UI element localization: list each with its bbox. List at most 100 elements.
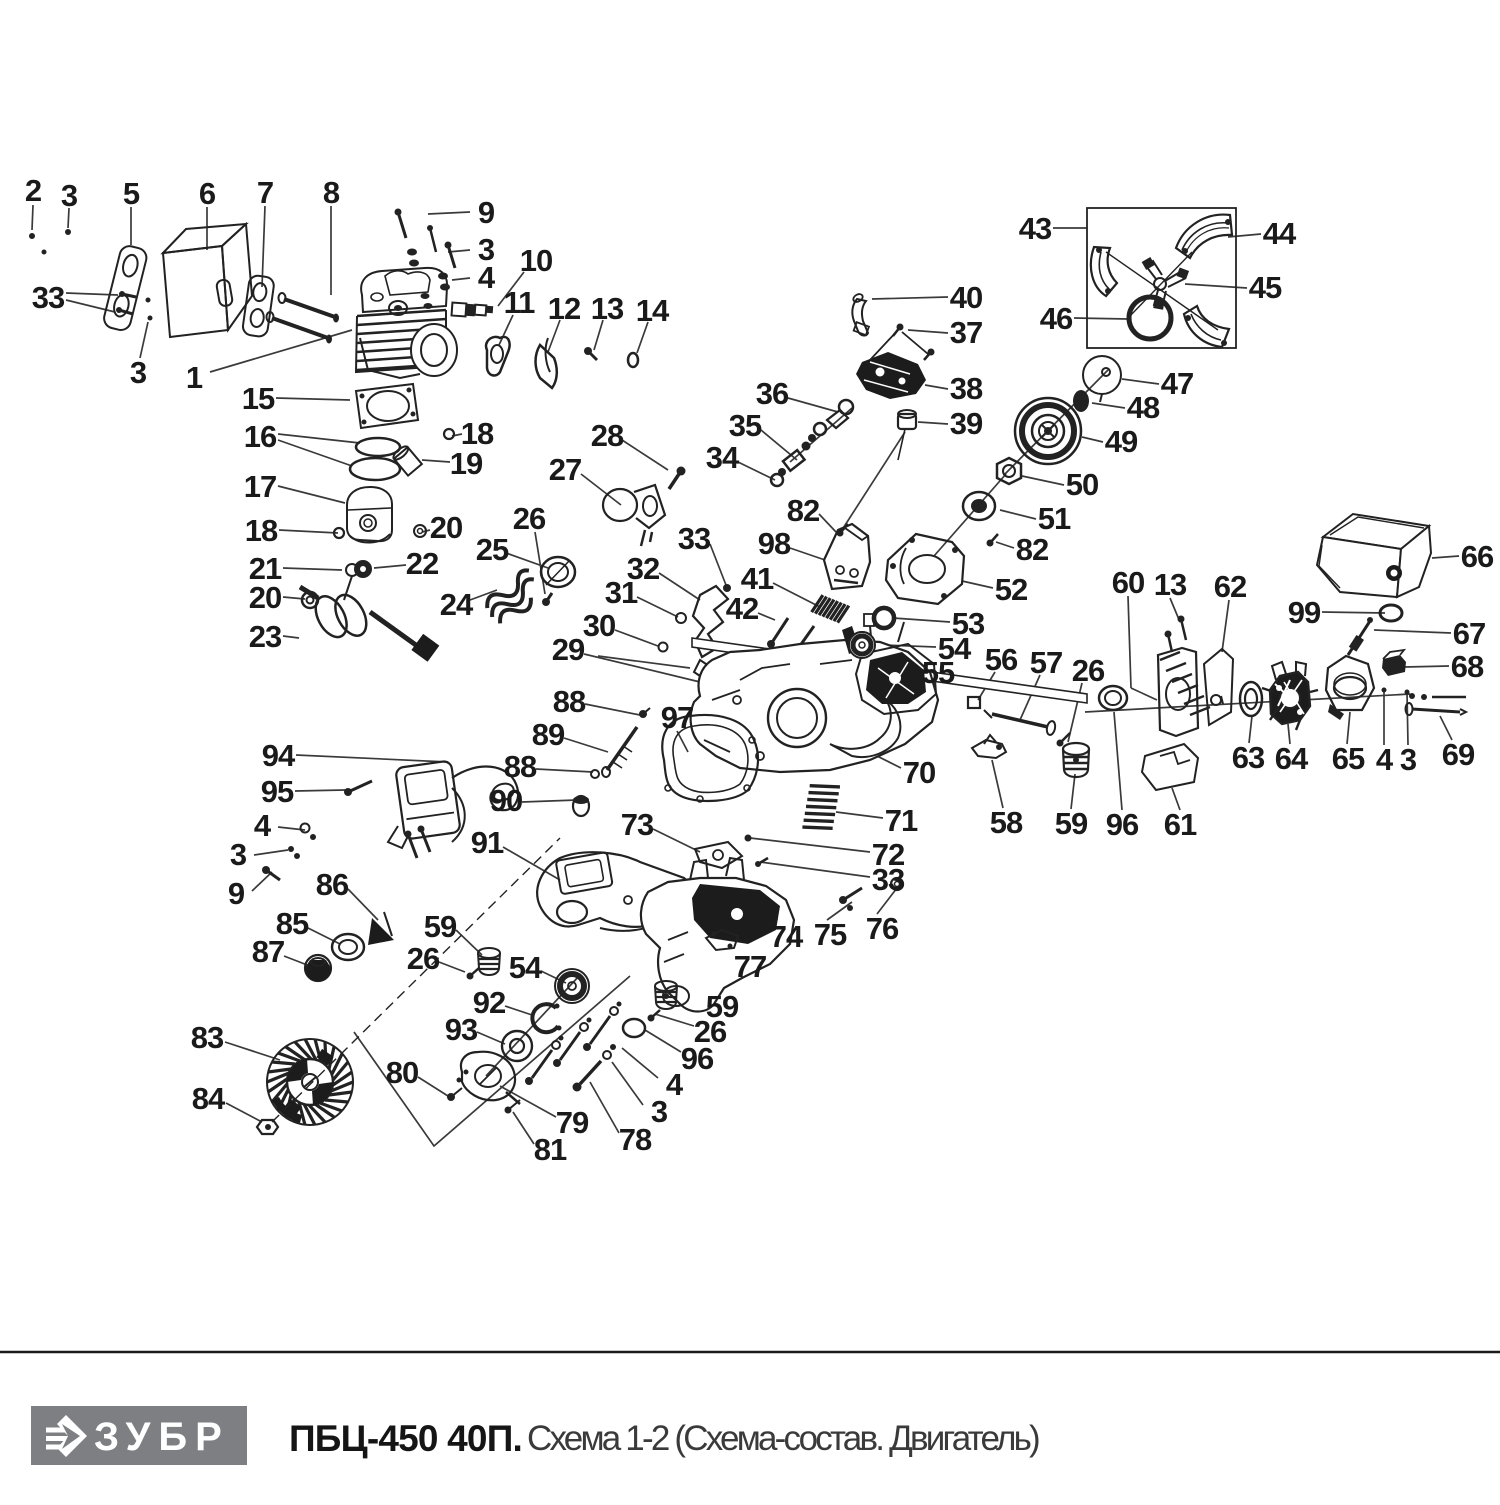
svg-text:26: 26 bbox=[694, 1014, 727, 1049]
svg-text:4: 4 bbox=[254, 808, 272, 843]
svg-text:44: 44 bbox=[1263, 216, 1297, 251]
svg-text:66: 66 bbox=[1461, 539, 1494, 574]
svg-text:88: 88 bbox=[553, 684, 586, 719]
svg-text:43: 43 bbox=[1019, 211, 1052, 246]
svg-text:40: 40 bbox=[950, 280, 982, 315]
svg-text:90: 90 bbox=[490, 783, 522, 818]
svg-text:3: 3 bbox=[130, 355, 147, 390]
svg-text:53: 53 bbox=[952, 606, 985, 641]
svg-text:84: 84 bbox=[192, 1081, 226, 1116]
svg-text:2: 2 bbox=[25, 173, 41, 208]
svg-text:50: 50 bbox=[1066, 467, 1098, 502]
svg-text:10: 10 bbox=[520, 243, 552, 278]
svg-text:25: 25 bbox=[476, 532, 509, 567]
svg-text:47: 47 bbox=[1161, 366, 1193, 401]
svg-text:15: 15 bbox=[242, 381, 275, 416]
svg-text:72: 72 bbox=[872, 837, 904, 872]
svg-text:92: 92 bbox=[473, 985, 505, 1020]
svg-text:31: 31 bbox=[605, 575, 638, 610]
svg-text:57: 57 bbox=[1030, 645, 1062, 680]
svg-text:21: 21 bbox=[249, 551, 282, 586]
svg-text:41: 41 bbox=[741, 561, 774, 596]
svg-text:18: 18 bbox=[461, 416, 494, 451]
svg-text:54: 54 bbox=[938, 631, 972, 666]
svg-text:33: 33 bbox=[32, 280, 65, 315]
svg-text:3: 3 bbox=[478, 232, 495, 267]
svg-text:33: 33 bbox=[872, 862, 905, 897]
svg-text:49: 49 bbox=[1105, 424, 1138, 459]
svg-text:55: 55 bbox=[922, 655, 955, 690]
svg-text:9: 9 bbox=[478, 195, 495, 230]
svg-text:26: 26 bbox=[1072, 653, 1105, 688]
svg-text:20: 20 bbox=[249, 580, 281, 615]
svg-text:27: 27 bbox=[549, 452, 581, 487]
svg-text:61: 61 bbox=[1164, 807, 1197, 842]
svg-text:75: 75 bbox=[814, 917, 847, 952]
svg-text:26: 26 bbox=[407, 941, 440, 976]
svg-text:59: 59 bbox=[706, 989, 739, 1024]
svg-text:94: 94 bbox=[262, 738, 296, 773]
svg-text:28: 28 bbox=[591, 418, 624, 453]
svg-text:82: 82 bbox=[1016, 532, 1048, 567]
svg-text:3: 3 bbox=[61, 178, 78, 213]
svg-text:3: 3 bbox=[1400, 742, 1417, 777]
svg-text:71: 71 bbox=[885, 803, 918, 838]
svg-text:20: 20 bbox=[430, 510, 462, 545]
svg-text:95: 95 bbox=[261, 774, 294, 809]
svg-text:98: 98 bbox=[758, 526, 791, 561]
svg-text:58: 58 bbox=[990, 805, 1023, 840]
svg-text:ПБЦ-450 40П.: ПБЦ-450 40П. bbox=[289, 1418, 522, 1459]
svg-text:3: 3 bbox=[651, 1094, 668, 1129]
svg-text:62: 62 bbox=[1214, 569, 1246, 604]
svg-text:18: 18 bbox=[245, 513, 278, 548]
svg-text:36: 36 bbox=[756, 376, 789, 411]
svg-text:68: 68 bbox=[1451, 649, 1484, 684]
svg-text:79: 79 bbox=[556, 1105, 589, 1140]
svg-text:13: 13 bbox=[1154, 567, 1187, 602]
svg-text:80: 80 bbox=[386, 1055, 418, 1090]
svg-text:6: 6 bbox=[199, 176, 216, 211]
svg-text:4: 4 bbox=[666, 1067, 684, 1102]
svg-text:45: 45 bbox=[1249, 270, 1282, 305]
svg-text:46: 46 bbox=[1040, 301, 1073, 336]
svg-text:30: 30 bbox=[583, 608, 615, 643]
svg-text:19: 19 bbox=[450, 446, 483, 481]
svg-text:64: 64 bbox=[1275, 741, 1309, 776]
svg-text:73: 73 bbox=[621, 807, 654, 842]
svg-text:12: 12 bbox=[548, 291, 580, 326]
svg-text:85: 85 bbox=[276, 906, 309, 941]
svg-text:96: 96 bbox=[681, 1041, 714, 1076]
svg-text:7: 7 bbox=[257, 175, 273, 210]
svg-text:87: 87 bbox=[252, 934, 284, 969]
svg-text:4: 4 bbox=[478, 260, 496, 295]
svg-text:89: 89 bbox=[532, 717, 565, 752]
svg-text:Схема 1-2 (Схема-состав. Двига: Схема 1-2 (Схема-состав. Двигатель) bbox=[527, 1419, 1039, 1458]
svg-text:86: 86 bbox=[316, 867, 349, 902]
svg-text:42: 42 bbox=[726, 591, 758, 626]
svg-text:26: 26 bbox=[513, 501, 546, 536]
svg-text:3: 3 bbox=[230, 837, 247, 872]
svg-text:24: 24 bbox=[440, 587, 474, 622]
svg-text:22: 22 bbox=[406, 546, 438, 581]
svg-text:96: 96 bbox=[1106, 807, 1139, 842]
svg-text:83: 83 bbox=[191, 1020, 224, 1055]
svg-text:81: 81 bbox=[534, 1132, 567, 1167]
svg-text:4: 4 bbox=[1376, 742, 1394, 777]
svg-text:76: 76 bbox=[866, 911, 899, 946]
svg-text:48: 48 bbox=[1127, 390, 1160, 425]
svg-text:91: 91 bbox=[471, 825, 504, 860]
svg-text:70: 70 bbox=[903, 755, 935, 790]
svg-text:5: 5 bbox=[123, 176, 140, 211]
svg-text:60: 60 bbox=[1112, 565, 1144, 600]
svg-text:77: 77 bbox=[734, 949, 766, 984]
svg-text:93: 93 bbox=[445, 1012, 478, 1047]
svg-text:59: 59 bbox=[1055, 806, 1088, 841]
svg-text:54: 54 bbox=[509, 950, 543, 985]
svg-text:14: 14 bbox=[636, 293, 670, 328]
svg-text:65: 65 bbox=[1332, 741, 1365, 776]
svg-text:1: 1 bbox=[186, 360, 203, 395]
svg-text:88: 88 bbox=[504, 749, 537, 784]
svg-text:17: 17 bbox=[244, 469, 276, 504]
svg-text:9: 9 bbox=[228, 876, 245, 911]
svg-text:23: 23 bbox=[249, 619, 282, 654]
